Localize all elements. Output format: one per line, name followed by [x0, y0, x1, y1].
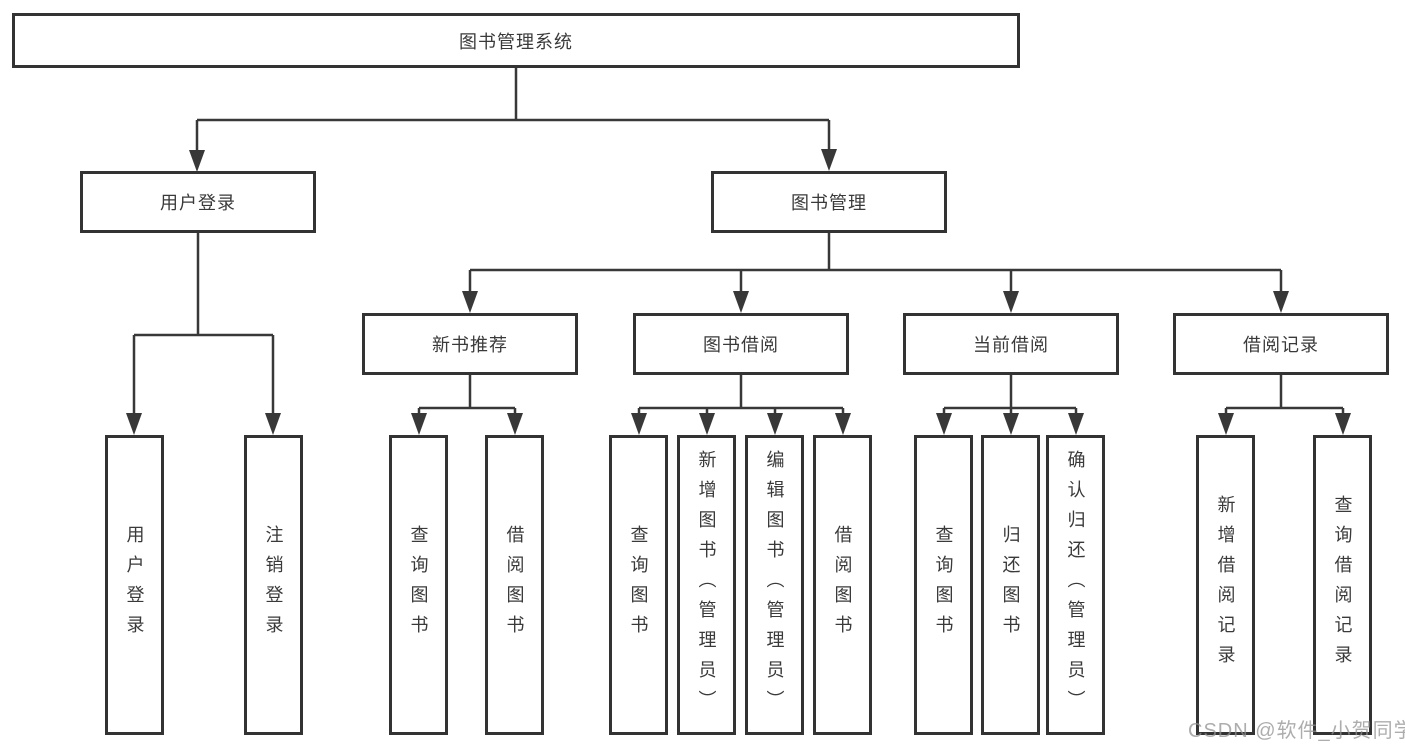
csdn-watermark: CSDN @软件_小贺同学 — [1188, 720, 1405, 742]
leaf-query-books-recommend: 查询图书 — [389, 435, 448, 735]
leaf-label: 新增图书（管理员） — [696, 450, 717, 720]
node-label: 图书管理系统 — [459, 31, 573, 52]
node-borrowing-records: 借阅记录 — [1173, 313, 1389, 375]
leaf-label: 新增借阅记录 — [1215, 495, 1236, 675]
leaf-label: 查询图书 — [628, 525, 649, 645]
node-label: 新书推荐 — [432, 335, 508, 355]
node-label: 用户登录 — [160, 193, 236, 213]
node-label: 图书借阅 — [703, 335, 779, 355]
node-label: 图书管理 — [791, 193, 867, 213]
leaf-confirm-return-admin: 确认归还（管理员） — [1046, 435, 1105, 735]
leaf-user-login: 用户登录 — [105, 435, 164, 735]
leaf-label: 借阅图书 — [832, 525, 853, 645]
leaf-label: 查询图书 — [933, 525, 954, 645]
leaf-query-books-borrowing: 查询图书 — [609, 435, 668, 735]
leaf-label: 用户登录 — [124, 525, 145, 645]
leaf-add-borrow-record: 新增借阅记录 — [1196, 435, 1255, 735]
leaf-label: 注销登录 — [263, 525, 284, 645]
leaf-return-book: 归还图书 — [981, 435, 1040, 735]
node-label: 当前借阅 — [973, 335, 1049, 355]
leaf-query-borrow-record: 查询借阅记录 — [1313, 435, 1372, 735]
node-new-book-recommendation: 新书推荐 — [362, 313, 578, 375]
leaf-label: 查询借阅记录 — [1332, 495, 1353, 675]
node-user-login: 用户登录 — [80, 171, 316, 233]
leaf-query-books-current: 查询图书 — [914, 435, 973, 735]
leaf-label: 确认归还（管理员） — [1065, 450, 1086, 720]
leaf-label: 归还图书 — [1000, 525, 1021, 645]
leaf-logout: 注销登录 — [244, 435, 303, 735]
leaf-label: 借阅图书 — [504, 525, 525, 645]
node-book-management: 图书管理 — [711, 171, 947, 233]
node-current-borrowing: 当前借阅 — [903, 313, 1119, 375]
leaf-edit-book-admin: 编辑图书（管理员） — [745, 435, 804, 735]
leaf-label: 编辑图书（管理员） — [764, 450, 785, 720]
node-book-borrowing: 图书借阅 — [633, 313, 849, 375]
leaf-borrow-books-recommend: 借阅图书 — [485, 435, 544, 735]
node-label: 借阅记录 — [1243, 335, 1319, 355]
node-root-system: 图书管理系统 — [12, 13, 1020, 68]
leaf-label: 查询图书 — [408, 525, 429, 645]
leaf-borrow-books-borrowing: 借阅图书 — [813, 435, 872, 735]
leaf-add-book-admin: 新增图书（管理员） — [677, 435, 736, 735]
